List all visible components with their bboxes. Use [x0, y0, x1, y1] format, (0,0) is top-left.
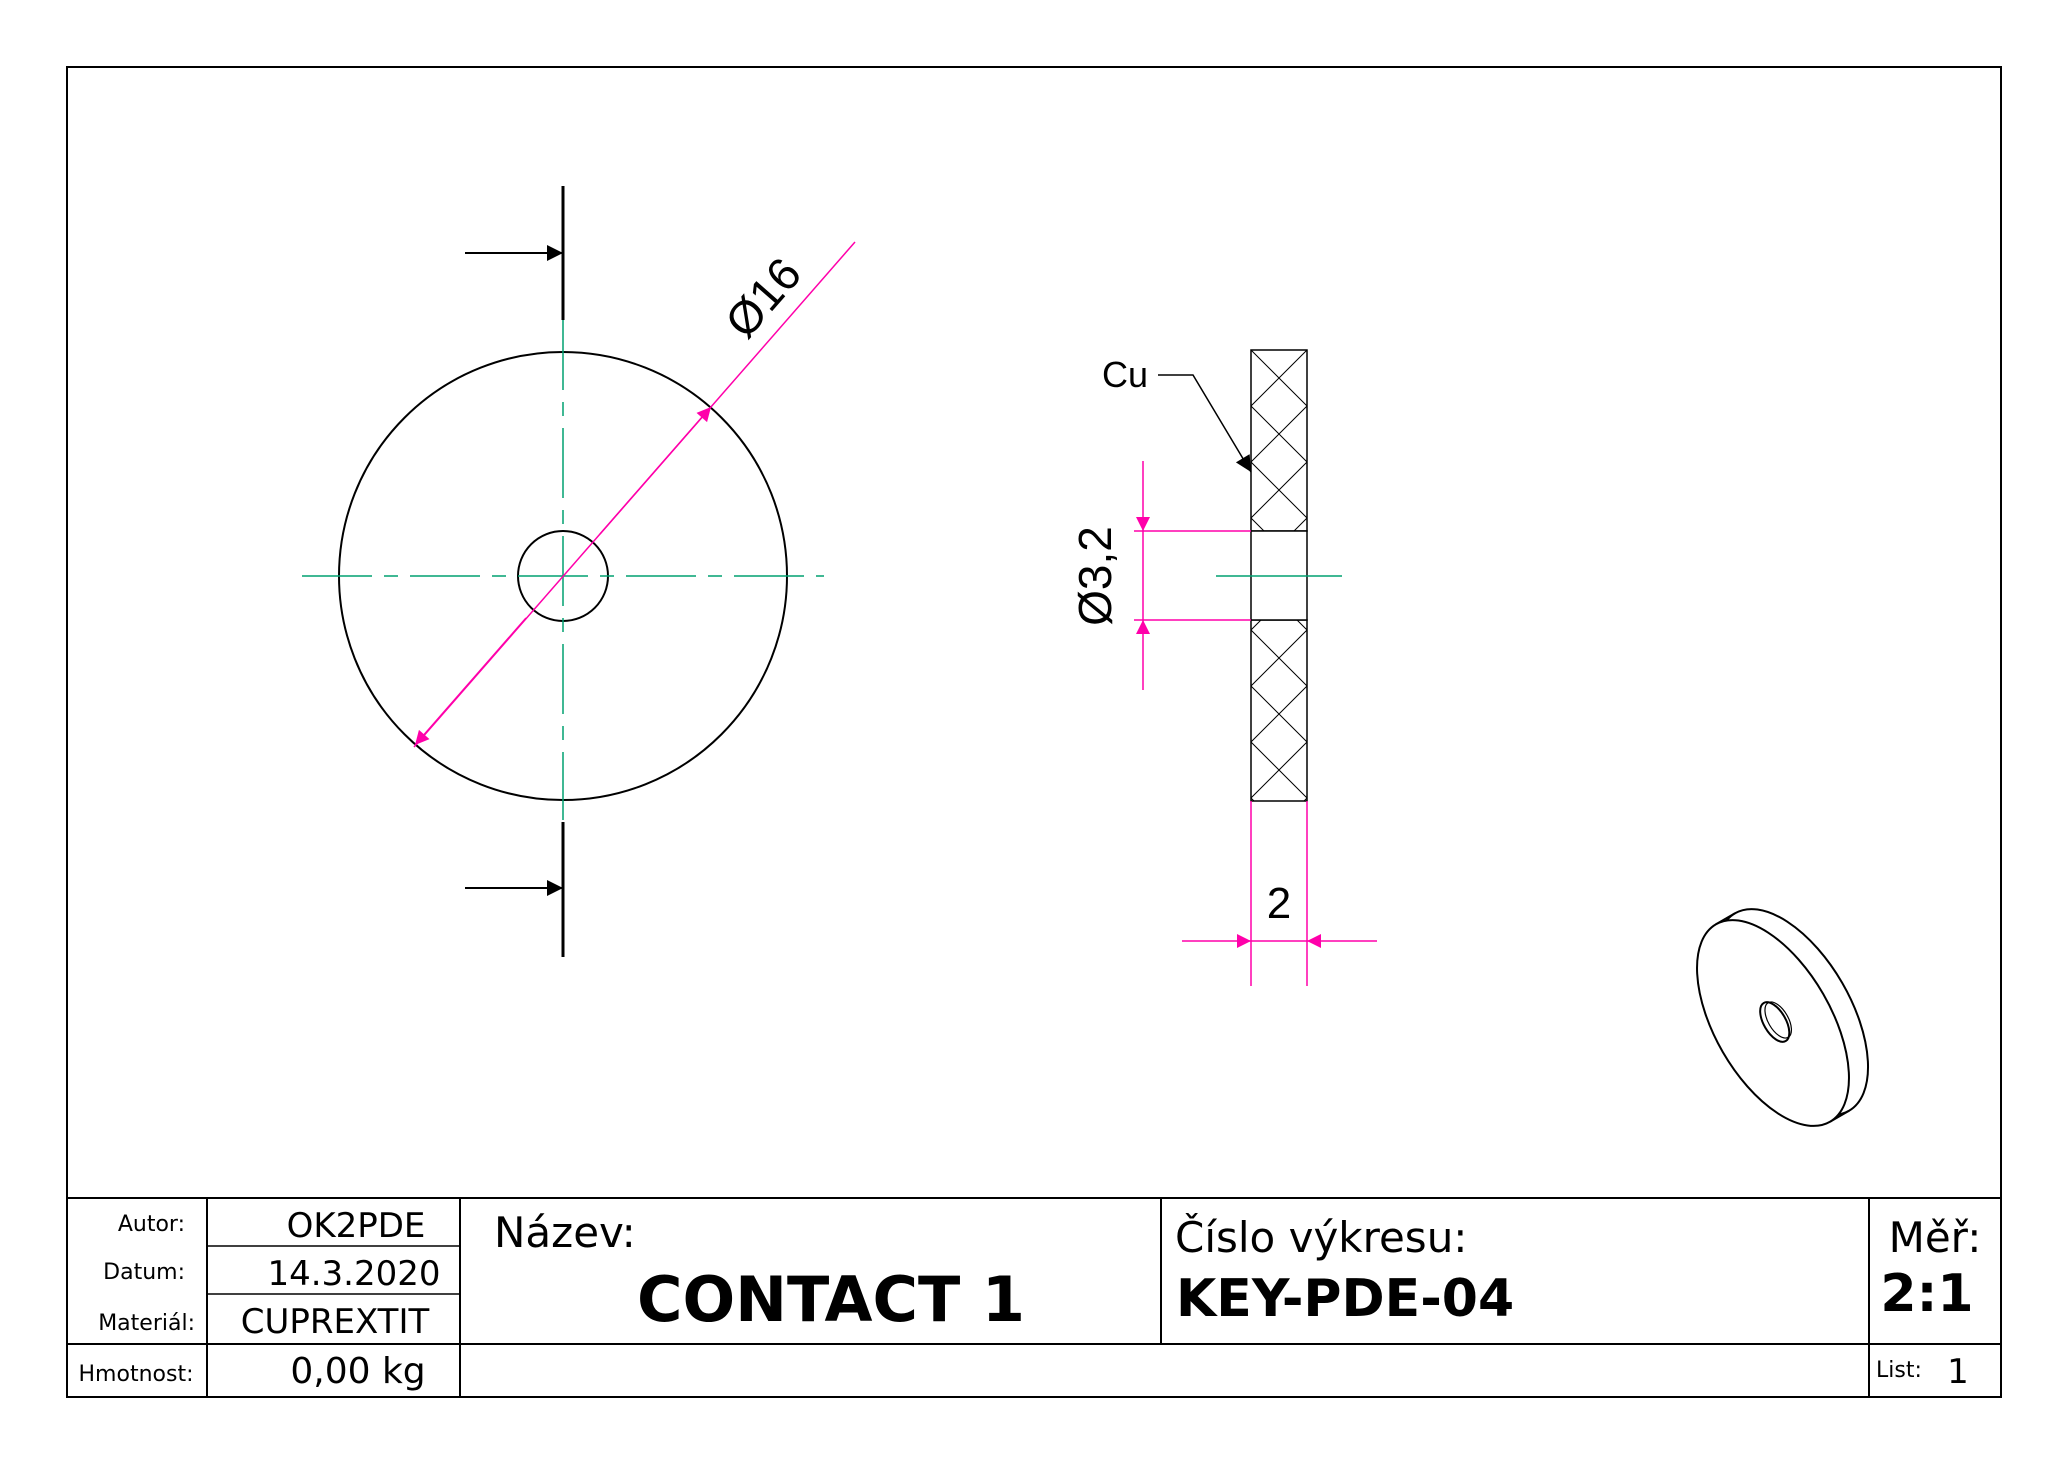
mass-value: 0,00 kg [290, 1351, 425, 1392]
sheet-label: List: [1876, 1358, 1922, 1383]
hole-diameter-label: Ø3,2 [1069, 526, 1121, 626]
author-label: Autor: [118, 1212, 185, 1237]
outer-diameter-label: Ø16 [715, 248, 811, 348]
material-value: CUPREXTIT [241, 1302, 430, 1342]
side-view: Ø3,2 2 Cu [1069, 349, 1377, 986]
name-label: Název: [494, 1208, 636, 1257]
drawing-number-value: KEY-PDE-04 [1176, 1269, 1514, 1329]
author-value: OK2PDE [287, 1206, 426, 1246]
material-callout-label: Cu [1102, 354, 1148, 395]
hatch-lower [1250, 619, 1308, 802]
material-leader [1158, 374, 1252, 473]
hatch-upper [1250, 349, 1308, 532]
thickness-label: 2 [1267, 879, 1291, 928]
date-value: 14.3.2020 [267, 1254, 440, 1294]
drawing-title: CONTACT 1 [637, 1263, 1025, 1336]
isometric-view [1696, 908, 1870, 1127]
sheet-value: 1 [1947, 1352, 1969, 1392]
scale-label: Měř: [1889, 1213, 1982, 1262]
front-view: Ø16 [302, 186, 856, 957]
diameter-arrow-upper [599, 406, 712, 535]
date-label: Datum: [103, 1260, 185, 1285]
sheet-border [66, 66, 2002, 1398]
diameter-arrow-lower [414, 617, 527, 746]
scale-value: 2:1 [1880, 1264, 1973, 1324]
mass-label: Hmotnost: [79, 1362, 194, 1387]
title-block: Autor: OK2PDE Datum: 14.3.2020 Materiál:… [67, 1197, 2001, 1397]
drawing-number-label: Číslo výkresu: [1175, 1212, 1467, 1262]
material-label: Materiál: [98, 1311, 195, 1336]
